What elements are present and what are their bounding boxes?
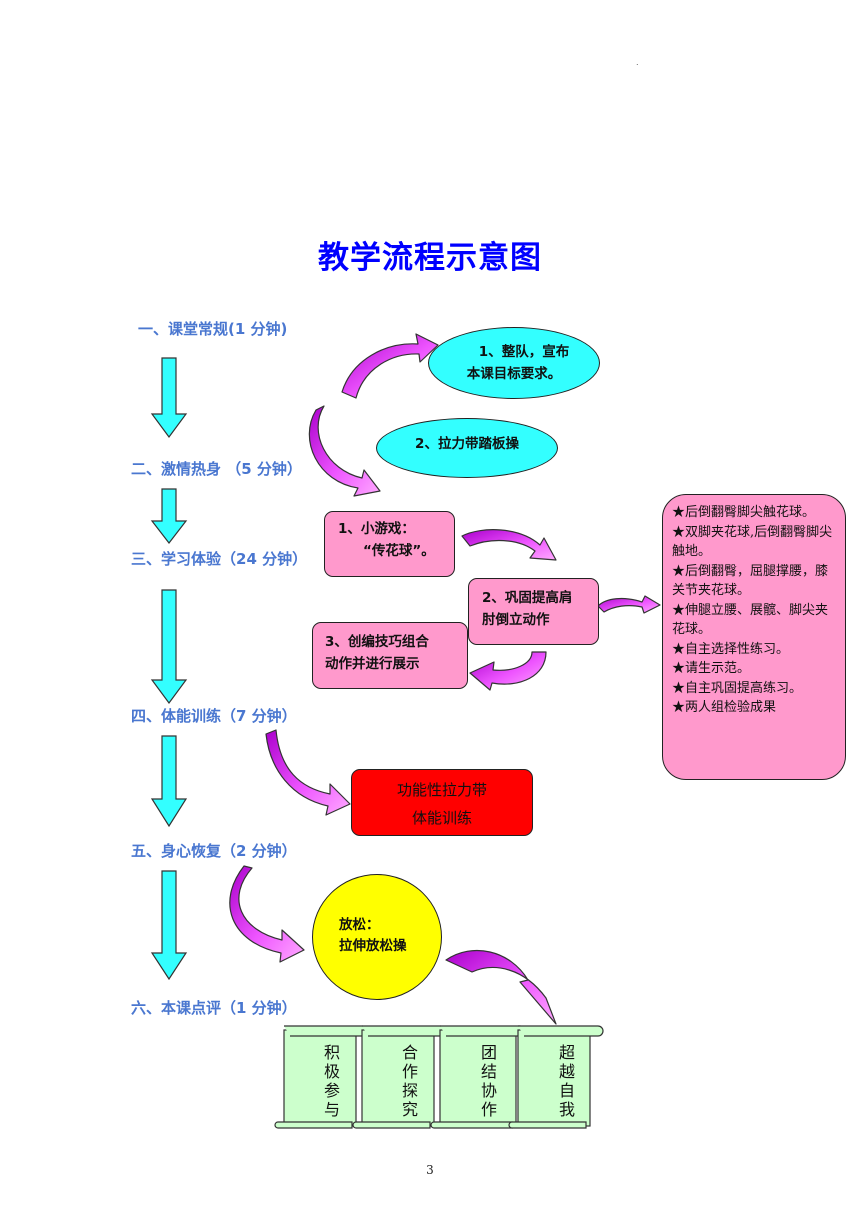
warmup-node-1: 1、整队，宣布 本课目标要求。 <box>428 327 600 399</box>
scroll-3-text: 团结协作 <box>480 1043 497 1119</box>
learn-node-2: 2、巩固提高肩 肘倒立动作 <box>468 578 599 645</box>
detail-item: ★后倒翻臀脚尖触花球。 <box>672 505 816 520</box>
down-arrow-1 <box>150 357 188 439</box>
warmup-node-1-line1: 1、整队，宣布 <box>478 344 570 360</box>
relax-node: 放松： 拉伸放松操 <box>312 874 442 1000</box>
curved-arrow-8 <box>445 949 557 1025</box>
step-6-label: 六、本课点评（1 分钟） <box>131 999 297 1017</box>
detail-item: ★后倒翻臀，屈腿撑腰，膝关节夹花球。 <box>672 563 829 599</box>
learn-node-3: 3、创编技巧组合 动作并进行展示 <box>312 622 468 689</box>
scroll-2 <box>352 1025 446 1129</box>
detail-item: ★请生示范。 <box>672 661 751 676</box>
page-mark: . <box>636 58 639 67</box>
learn-node-2-line2: 肘倒立动作 <box>482 612 550 628</box>
step-1-label: 一、课堂常规(1 分钟) <box>138 320 288 338</box>
down-arrow-5 <box>150 870 188 981</box>
scroll-2-text: 合作探究 <box>401 1043 418 1119</box>
step-3-label: 三、学习体验（24 分钟） <box>131 550 308 568</box>
step-4-label: 四、体能训练（7 分钟） <box>131 707 297 725</box>
detail-item: ★自主选择性练习。 <box>672 641 790 657</box>
warmup-node-1-line2: 本课目标要求。 <box>466 366 562 382</box>
learn-node-2-line1: 2、巩固提高肩 <box>482 590 573 606</box>
step-2-label: 二、激情热身 （5 分钟） <box>131 460 302 478</box>
curved-arrow-4 <box>597 595 661 614</box>
page-title: 教学流程示意图 <box>318 240 542 276</box>
detail-item: ★两人组检验成果 <box>672 700 777 715</box>
page-number: 3 <box>426 1163 434 1177</box>
fitness-node-line2: 体能训练 <box>411 809 472 827</box>
curved-arrow-7 <box>229 865 305 963</box>
step-5-label: 五、身心恢复（2 分钟） <box>131 842 297 860</box>
scroll-3 <box>430 1025 526 1129</box>
fitness-node: 功能性拉力带 体能训练 <box>351 769 533 836</box>
relax-node-line2: 拉伸放松操 <box>339 938 407 954</box>
learn-node-1: 1、小游戏： “传花球”。 <box>324 511 455 577</box>
detail-list: ★后倒翻臀脚尖触花球。 ★双脚夹花球,后倒翻臀脚尖触地。 ★后倒翻臀，屈腿撑腰，… <box>662 494 846 780</box>
detail-item: ★双脚夹花球,后倒翻臀脚尖触地。 <box>672 524 833 560</box>
warmup-node-2-text: 2、拉力带踏板操 <box>415 436 519 452</box>
learn-node-1-line2: “传花球”。 <box>363 543 435 559</box>
scroll-4-text: 超越自我 <box>558 1043 575 1119</box>
down-arrow-3 <box>150 589 188 705</box>
detail-item: ★伸腿立腰、展髋、脚尖夹花球。 <box>672 602 829 638</box>
down-arrow-4 <box>150 735 188 828</box>
warmup-node-2: 2、拉力带踏板操 <box>376 418 558 478</box>
learn-node-3-line2: 动作并进行展示 <box>325 656 420 672</box>
scroll-1-text: 积极参与 <box>323 1043 340 1119</box>
fitness-node-line1: 功能性拉力带 <box>396 781 487 799</box>
learn-node-1-line1: 1、小游戏： <box>338 521 415 537</box>
relax-node-line1: 放松： <box>339 917 380 933</box>
detail-item: ★自主巩固提高练习。 <box>672 680 803 696</box>
learn-node-3-line1: 3、创编技巧组合 <box>325 634 429 650</box>
curved-arrow-6 <box>265 729 351 816</box>
down-arrow-2 <box>150 488 188 544</box>
curved-arrow-3 <box>461 529 557 561</box>
curved-arrow-2 <box>308 405 381 497</box>
scroll-1 <box>274 1025 368 1129</box>
scroll-4 <box>508 1025 604 1129</box>
curved-arrow-5 <box>469 651 547 691</box>
